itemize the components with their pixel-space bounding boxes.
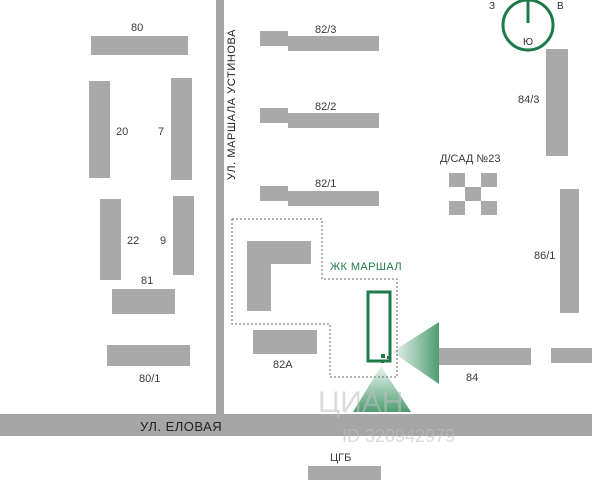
label-82a: 82А: [273, 359, 293, 371]
building-84-right: [551, 348, 592, 363]
building-81: [112, 289, 175, 314]
building-86-1: [560, 189, 579, 313]
label-20: 20: [116, 126, 128, 138]
project-building[interactable]: [366, 290, 392, 363]
building-82-2: [288, 113, 379, 128]
building-l-shape: [247, 241, 311, 311]
label-84-3: 84/3: [518, 94, 539, 106]
compass-icon: [501, 0, 555, 52]
entrance-marker: [381, 354, 390, 363]
label-82-2: 82/2: [315, 101, 336, 113]
label-86-1: 86/1: [534, 250, 555, 262]
label-82-3: 82/3: [315, 24, 336, 36]
label-kindergarten: Д/САД №23: [440, 153, 500, 165]
building-80-1: [107, 345, 190, 366]
building-cgb: [308, 466, 381, 480]
building-9: [173, 196, 194, 275]
building-82-3-wing: [260, 31, 288, 46]
street-horizontal-label: УЛ. ЕЛОВАЯ: [140, 419, 222, 434]
building-20: [89, 81, 110, 178]
building-82-3: [288, 36, 379, 51]
label-80-1: 80/1: [139, 373, 160, 385]
building-82-2-wing: [260, 108, 288, 123]
view-direction-icon-down: [353, 366, 411, 412]
label-7: 7: [158, 126, 164, 138]
building-80: [91, 36, 188, 55]
view-direction-icon: [392, 322, 439, 384]
street-vertical-label: УЛ. МАРШАЛА УСТИНОВА: [226, 29, 238, 180]
road-horizontal: [0, 414, 592, 436]
building-82-1: [288, 191, 379, 206]
label-9: 9: [160, 235, 166, 247]
compass-south: Ю: [523, 37, 533, 48]
watermark-logo: ЦИАН: [318, 386, 403, 419]
building-82a: [253, 330, 317, 354]
label-84: 84: [466, 372, 478, 384]
building-84-3: [546, 49, 568, 156]
label-cgb: ЦГБ: [330, 452, 351, 464]
building-84: [439, 348, 531, 365]
label-81: 81: [141, 275, 153, 287]
building-7: [171, 78, 192, 180]
road-vertical: [216, 0, 224, 418]
compass-west: З: [489, 1, 495, 12]
compass-east: В: [557, 1, 564, 12]
label-80: 80: [131, 22, 143, 34]
label-22: 22: [127, 235, 139, 247]
building-22: [100, 199, 121, 280]
building-82-1-wing: [260, 186, 288, 201]
watermark-id: ID 320942979: [342, 426, 455, 446]
project-name-label: ЖК МАРШАЛ: [330, 261, 402, 273]
kindergarten-block: [449, 173, 497, 215]
plot-boundary: [231, 218, 398, 378]
label-82-1: 82/1: [315, 178, 336, 190]
